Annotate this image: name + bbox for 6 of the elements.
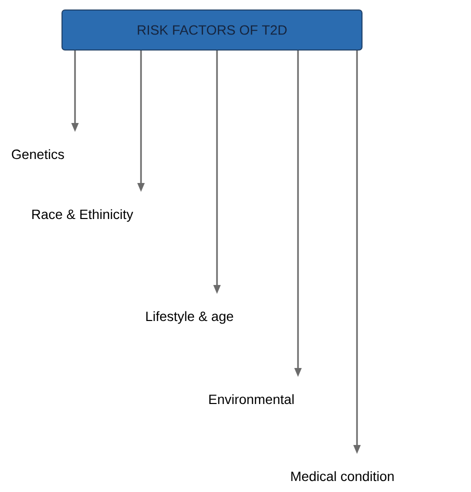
factor-label: Race & Ethinicity — [32, 209, 134, 222]
factor-label: Medical condition — [291, 471, 394, 482]
title-box: RISK FACTORS OF T2D — [62, 10, 362, 50]
factor-label: Environmental — [209, 394, 294, 404]
factor-label: Lifestyle & age — [146, 311, 234, 324]
factor-label: Genetics — [12, 149, 64, 160]
